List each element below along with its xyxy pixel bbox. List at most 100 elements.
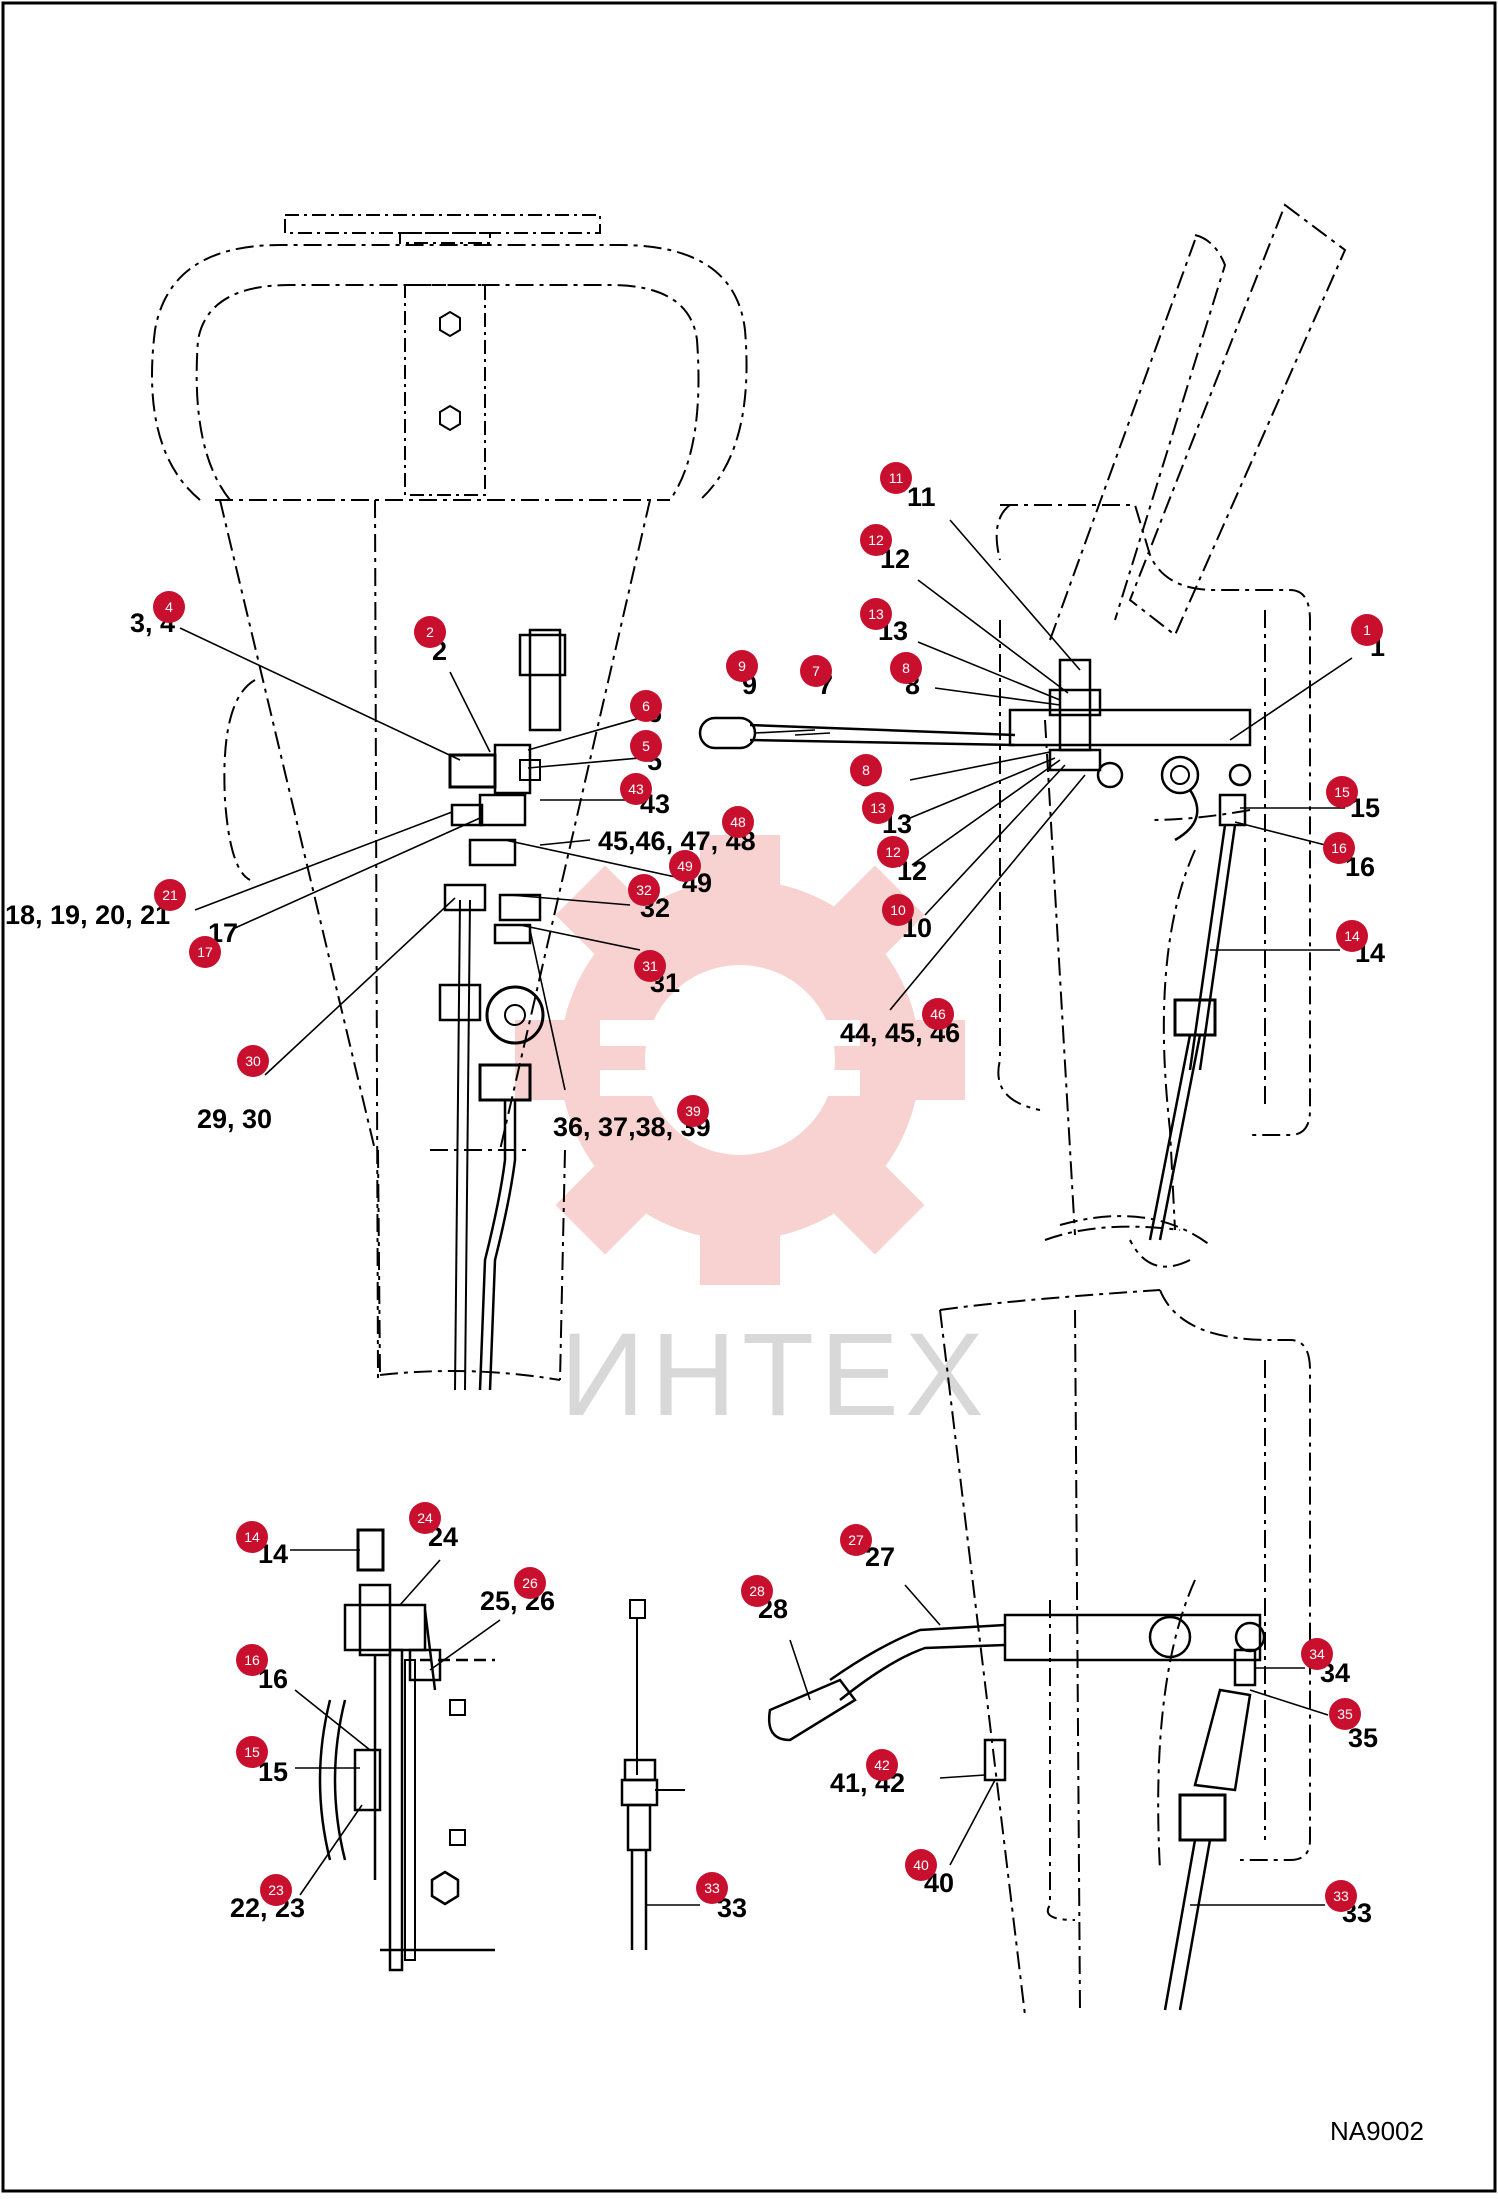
part-badge: 12 (877, 836, 909, 868)
part-badge: 17 (189, 936, 221, 968)
part-badge: 15 (1326, 776, 1358, 808)
view-cable-detail (620, 1599, 685, 1950)
badge-number: 33 (1333, 1888, 1349, 1904)
part-badge: 5 (630, 730, 662, 762)
badge-number: 12 (885, 844, 901, 860)
part-badge: 33 (696, 1872, 728, 1904)
part-badge: 34 (1301, 1638, 1333, 1670)
part-badge: 12 (860, 524, 892, 556)
badge-number: 5 (642, 738, 650, 754)
badge-number: 35 (1337, 1706, 1353, 1722)
part-badge: 26 (514, 1567, 546, 1599)
badge-number: 28 (749, 1583, 765, 1599)
view-upper-left (151, 214, 748, 1391)
badge-number: 7 (812, 663, 820, 679)
badge-number: 13 (868, 606, 884, 622)
badge-number: 21 (162, 887, 178, 903)
part-badge: 8 (850, 754, 882, 786)
part-badge: 23 (260, 1874, 292, 1906)
part-badge: 35 (1329, 1698, 1361, 1730)
badge-number: 46 (930, 1006, 946, 1022)
part-badge: 1 (1351, 614, 1383, 646)
badge-number: 30 (245, 1053, 261, 1069)
part-badge: 13 (862, 792, 894, 824)
leader-lines (179, 519, 1353, 1906)
badge-number: 31 (642, 958, 658, 974)
badge-number: 32 (636, 882, 652, 898)
part-badge: 15 (236, 1736, 268, 1768)
part-badge: 31 (634, 950, 666, 982)
part-label: 35 (1348, 1723, 1378, 1753)
drawing-code: NA9002 (1330, 2116, 1424, 2146)
badge-number: 9 (738, 658, 746, 674)
part-badge: 16 (236, 1644, 268, 1676)
badge-number: 2 (426, 624, 434, 640)
part-badge: 40 (905, 1849, 937, 1881)
part-badge: 24 (409, 1502, 441, 1534)
view-lower-left (318, 1528, 495, 1972)
badge-number: 17 (197, 944, 213, 960)
badge-number: 16 (1331, 840, 1347, 856)
part-badge: 21 (154, 879, 186, 911)
part-badge: 8 (890, 652, 922, 684)
badge-number: 11 (889, 470, 904, 486)
badge-number: 23 (268, 1882, 284, 1898)
badge-number: 42 (874, 1757, 890, 1773)
badge-number: 34 (1309, 1646, 1325, 1662)
part-badge: 42 (866, 1749, 898, 1781)
part-badge: 33 (1325, 1880, 1357, 1912)
part-badge: 43 (620, 773, 652, 805)
part-badge: 30 (237, 1045, 269, 1077)
view-lower-right (767, 1289, 1311, 2016)
badge-number: 14 (1344, 928, 1360, 944)
badges: 4 2 6 5 43 48 49 32 31 21 17 30 39 11 12… (153, 462, 1383, 1912)
part-badge: 13 (860, 598, 892, 630)
view-upper-right (698, 203, 1347, 1268)
part-badge: 49 (669, 850, 701, 882)
badge-number: 43 (628, 781, 644, 797)
part-badge: 27 (840, 1524, 872, 1556)
part-badge: 46 (922, 998, 954, 1030)
part-label: 11 (907, 482, 936, 512)
badge-number: 8 (902, 660, 910, 676)
badge-number: 15 (244, 1744, 260, 1760)
part-label: 29, 30 (197, 1104, 272, 1134)
part-badge: 16 (1323, 832, 1355, 864)
part-label: 18, 19, 20, 21 (5, 900, 170, 930)
part-badge: 32 (628, 874, 660, 906)
badge-number: 8 (862, 762, 870, 778)
badge-number: 6 (642, 698, 650, 714)
badge-number: 4 (165, 599, 173, 615)
part-badge: 39 (677, 1095, 709, 1127)
badge-number: 40 (913, 1857, 929, 1873)
badge-number: 49 (677, 858, 693, 874)
badge-number: 39 (685, 1103, 701, 1119)
badge-number: 10 (890, 902, 906, 918)
badge-number: 26 (522, 1575, 538, 1591)
watermark-text: ИНТЕХ (560, 1309, 990, 1441)
part-badge: 7 (800, 655, 832, 687)
part-badge: 10 (882, 894, 914, 926)
badge-number: 24 (417, 1510, 433, 1526)
badge-number: 12 (868, 532, 884, 548)
part-badge: 28 (741, 1575, 773, 1607)
part-badge: 14 (1336, 920, 1368, 952)
part-badge: 6 (630, 690, 662, 722)
part-badge: 11 (880, 462, 912, 494)
badge-number: 48 (730, 814, 746, 830)
badge-number: 14 (244, 1529, 260, 1545)
badge-number: 27 (848, 1532, 864, 1548)
part-badge: 9 (726, 650, 758, 682)
badge-number: 1 (1363, 622, 1371, 638)
part-badge: 48 (722, 806, 754, 838)
part-badge: 2 (414, 616, 446, 648)
badge-number: 15 (1334, 784, 1350, 800)
part-labels: 3, 4 2 6 5 43 45,46, 47, 48 49 32 31 18,… (5, 482, 1385, 1928)
badge-number: 13 (870, 800, 886, 816)
badge-number: 16 (244, 1652, 260, 1668)
part-badge: 14 (236, 1521, 268, 1553)
part-badge: 4 (153, 591, 185, 623)
badge-number: 33 (704, 1880, 720, 1896)
